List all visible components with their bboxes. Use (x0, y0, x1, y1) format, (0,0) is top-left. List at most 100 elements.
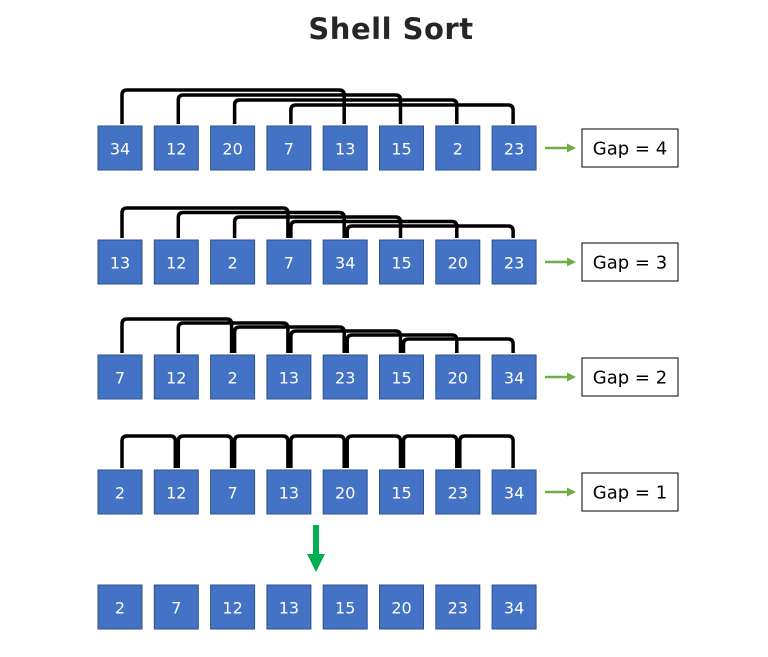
arrow-down-icon (307, 525, 325, 572)
cell-value: 2 (115, 484, 125, 503)
gap-label-box (581, 357, 679, 397)
gap-label: Gap = 2 (593, 368, 667, 389)
cell-value: 34 (504, 369, 524, 388)
gap-label: Gap = 1 (593, 483, 667, 504)
array-cell: 15 (322, 584, 368, 630)
cell-box (153, 239, 199, 285)
bracket (120, 88, 346, 124)
array-cell: 2 (97, 584, 143, 630)
array-cell: 23 (491, 125, 537, 171)
cell-box (379, 239, 424, 285)
cell-value: 12 (166, 254, 186, 273)
array-cell: 23 (435, 584, 481, 630)
comparison-brackets (120, 317, 515, 353)
array-cell: 2 (97, 469, 143, 515)
cell-box (322, 125, 368, 171)
array-cell: 12 (153, 125, 199, 171)
cell-box (322, 469, 368, 515)
array-cell: 7 (266, 239, 312, 285)
array-cell: 23 (322, 354, 368, 400)
cell-box (435, 469, 481, 515)
cell-value: 2 (115, 599, 125, 618)
cell-box (322, 239, 368, 285)
cell-value: 2 (228, 254, 238, 273)
cell-value: 7 (115, 369, 125, 388)
cell-value: 15 (391, 484, 411, 503)
arrow-head (567, 143, 576, 153)
cell-value: 23 (448, 484, 468, 503)
cell-value: 13 (335, 140, 355, 159)
array-cell: 13 (266, 469, 312, 515)
cell-box (153, 354, 199, 400)
array-cell: 12 (210, 584, 256, 630)
cell-box (491, 469, 537, 515)
cell-value: 23 (504, 254, 524, 273)
array-cell: 20 (210, 125, 256, 171)
cell-box (379, 125, 424, 171)
cell-box (97, 125, 143, 171)
gap-indicator: Gap = 2 (545, 357, 679, 397)
array-cell: 13 (97, 239, 143, 285)
arrow-right-icon (545, 487, 576, 497)
cell-value: 7 (171, 599, 181, 618)
cell-box (153, 469, 199, 515)
cell-value: 15 (391, 254, 411, 273)
bracket (232, 434, 290, 468)
cell-box (97, 354, 143, 400)
diagram-title: Shell Sort (308, 12, 474, 46)
cell-box (153, 584, 199, 630)
bracket (345, 224, 515, 238)
array-cell: 15 (379, 354, 424, 400)
cell-value: 34 (335, 254, 355, 273)
cell-value: 15 (335, 599, 355, 618)
cell-box (322, 584, 368, 630)
bracket (176, 93, 403, 124)
gap-label: Gap = 4 (593, 139, 667, 160)
arrow-head (307, 554, 325, 572)
bracket (289, 434, 346, 468)
cell-box (491, 354, 537, 400)
cell-box (266, 239, 312, 285)
cell-value: 13 (279, 599, 299, 618)
cell-value: 23 (448, 599, 468, 618)
cell-box (210, 584, 256, 630)
cell-box (266, 125, 312, 171)
array-cell: 12 (153, 354, 199, 400)
cell-box (491, 584, 537, 630)
cell-value: 2 (228, 369, 238, 388)
cell-value: 13 (110, 254, 130, 273)
array-cell: 20 (322, 469, 368, 515)
cell-box (435, 354, 481, 400)
cell-value: 20 (391, 599, 411, 618)
bracket (289, 219, 459, 238)
gap-label-box (581, 472, 679, 512)
array-cell: 23 (491, 239, 537, 285)
cell-value: 12 (166, 484, 186, 503)
array-cell: 7 (97, 354, 143, 400)
cell-value: 13 (279, 484, 299, 503)
bracket (120, 434, 178, 468)
cell-box (266, 354, 312, 400)
array-cell: 2 (210, 239, 256, 285)
gap-indicator: Gap = 1 (545, 472, 679, 512)
gap-label: Gap = 3 (593, 253, 667, 274)
bracket (401, 337, 515, 353)
array-cell: 2 (210, 354, 256, 400)
array-cell: 15 (379, 239, 424, 285)
arrow-head (567, 487, 576, 497)
cell-value: 12 (166, 140, 186, 159)
array-cell: 34 (491, 354, 537, 400)
comparison-brackets (120, 88, 515, 124)
array-cell: 13 (266, 584, 312, 630)
gap-label-box (581, 242, 679, 282)
array-cell: 20 (379, 584, 424, 630)
cell-box (379, 584, 424, 630)
cell-value: 15 (391, 140, 411, 159)
cell-value: 20 (222, 140, 242, 159)
cell-value: 34 (504, 484, 524, 503)
